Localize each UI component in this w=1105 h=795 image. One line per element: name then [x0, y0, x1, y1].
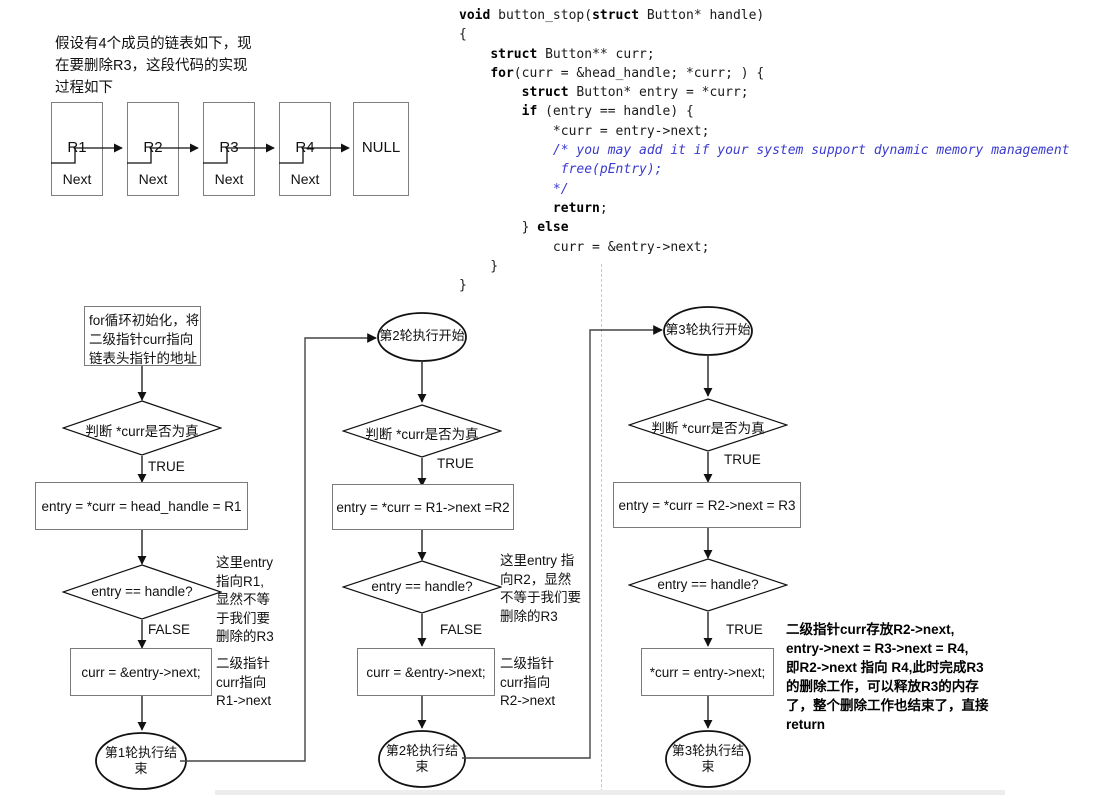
bottom-edge-band — [215, 790, 1005, 795]
code-token: free(pEntry); — [560, 162, 663, 178]
col2-to-col3-connector — [462, 318, 677, 768]
code-token: if — [521, 104, 538, 120]
col3-assign-box: entry = *curr = R2->next = R3 — [613, 482, 801, 528]
col3-edge-action-end — [702, 696, 716, 730]
col2-note-entry: 这里entry 指 向R2，显然 不等于我们要 删除的R3 — [500, 553, 581, 624]
col1-condition-entry-handle-label: entry == handle? — [91, 584, 193, 599]
node-next-label: Next — [138, 171, 168, 187]
col1-assign-box: entry = *curr = head_handle = R1 — [35, 482, 248, 530]
col2-condition-entry-handle-label: entry == handle? — [371, 579, 473, 594]
list-node-r3: R3 Next — [203, 102, 255, 196]
col1-end-label: 第1轮执行结 束 — [104, 745, 178, 776]
code-token — [459, 182, 553, 197]
code-token: (curr = &head_handle; *curr; ) { — [513, 65, 765, 81]
col1-edge-cond2-action — [136, 620, 150, 650]
node-next-label: Next — [62, 171, 92, 187]
col2-edge-action-end — [416, 696, 430, 730]
code-token — [459, 85, 522, 100]
col1-action-box: curr = &entry->next; — [70, 648, 212, 696]
col1-note-curr: 二级指针 curr指向 R1->next — [216, 656, 272, 708]
code-token: struct — [521, 85, 577, 101]
col3-edge-cond2-action — [702, 612, 716, 648]
code-token — [459, 162, 561, 177]
col2-note-curr: 二级指针 curr指向 R2->next — [500, 656, 556, 708]
col2-assign-box: entry = *curr = R1->next =R2 — [332, 484, 514, 530]
code-token: (entry == handle) { — [537, 104, 694, 120]
col3-edge-assign-cond2 — [702, 528, 716, 560]
code-token — [459, 47, 490, 62]
col1-edge-action-end — [136, 696, 150, 732]
code-token: return — [552, 200, 600, 216]
code-token: Button* entry = *curr; — [576, 85, 749, 101]
list-node-r1: R1 Next — [51, 102, 103, 196]
code-token: struct — [592, 8, 647, 23]
code-token: void — [459, 8, 499, 23]
col3-true-label-1: TRUE — [724, 452, 761, 467]
col1-condition-curr-true-label: 判断 *curr是否为真 — [85, 424, 199, 439]
col3-end-label: 第3轮执行结 束 — [671, 743, 745, 774]
code-token: for — [490, 65, 514, 81]
col2-start-ellipse — [377, 312, 467, 362]
code-token — [459, 201, 553, 216]
col2-true-label: TRUE — [437, 456, 474, 471]
code-token: /* you may add it if your system support… — [552, 143, 1070, 159]
code-token: */ — [552, 181, 569, 197]
node-label: NULL — [361, 139, 401, 156]
code-token: else — [537, 220, 569, 236]
col3-start-label: 第3轮执行开始 — [665, 322, 751, 337]
col2-start-label: 第2轮执行开始 — [379, 328, 465, 343]
code-token: } — [459, 220, 538, 236]
col1-edge-init-cond1 — [136, 366, 150, 402]
code-token — [459, 66, 490, 81]
column-separator — [601, 264, 602, 792]
code-token: button_stop( — [498, 8, 593, 23]
intro-paragraph: 假设有4个成员的链表如下，现 在要删除R3，这段代码的实现 过程如下 — [55, 36, 252, 96]
col3-edge-cond1-assign — [702, 452, 716, 484]
col1-false-label: FALSE — [148, 622, 191, 637]
col3-note-summary: 二级指针curr存放R2->next, entry->next = R3->ne… — [786, 622, 989, 732]
code-token: ; — [599, 200, 608, 216]
node-next-label: Next — [290, 171, 320, 187]
col3-end-ellipse — [665, 730, 751, 788]
code-token: } — [459, 278, 467, 294]
col2-false-label: FALSE — [440, 622, 483, 637]
code-token — [459, 104, 522, 119]
col3-start-ellipse — [663, 306, 753, 356]
col2-action-box: curr = &entry->next; — [357, 648, 495, 696]
code-token: { — [459, 27, 467, 43]
code-token: *curr = entry->next; — [459, 123, 710, 139]
col3-action-box: *curr = entry->next; — [641, 648, 774, 696]
col2-end-ellipse — [378, 730, 466, 788]
col3-condition-entry-handle-label: entry == handle? — [657, 577, 759, 592]
col1-note-entry: 这里entry 指向R1, 显然不等 于我们要 删除的R3 — [216, 555, 274, 644]
col1-edge-assign-cond2 — [136, 530, 150, 566]
col1-init-box: for循环初始化，将 二级指针curr指向 链表头指针的地址 — [84, 306, 201, 366]
col1-edge-cond1-assign — [136, 456, 150, 484]
col2-edge-cond2-action — [416, 614, 430, 648]
list-node-null: NULL — [353, 102, 409, 196]
col3-edge-start-cond1 — [702, 356, 716, 398]
code-token: Button** curr; — [545, 46, 655, 62]
node-next-label: Next — [214, 171, 244, 187]
col1-to-col2-connector — [180, 326, 390, 776]
col2-end-label: 第2轮执行结 束 — [385, 743, 459, 774]
col2-edge-start-cond1 — [416, 362, 430, 404]
col2-edge-assign-cond2 — [416, 530, 430, 562]
code-token: curr = &entry->next; — [459, 239, 710, 255]
list-node-r4: R4 Next — [279, 102, 331, 196]
col3-true-label-2: TRUE — [726, 622, 763, 637]
code-token: struct — [490, 46, 546, 62]
code-token: } — [459, 258, 499, 274]
col3-condition-curr-true-label: 判断 *curr是否为真 — [651, 421, 765, 436]
code-token: Button* handle) — [646, 8, 765, 23]
list-node-r2: R2 Next — [127, 102, 179, 196]
code-block: void button_stop(struct Button* handle) … — [459, 6, 1105, 295]
col2-condition-curr-true-label: 判断 *curr是否为真 — [365, 427, 479, 442]
code-token — [459, 143, 553, 158]
col2-edge-cond1-assign — [416, 458, 430, 488]
list-connectors — [46, 96, 421, 206]
col1-true-label: TRUE — [148, 459, 185, 474]
